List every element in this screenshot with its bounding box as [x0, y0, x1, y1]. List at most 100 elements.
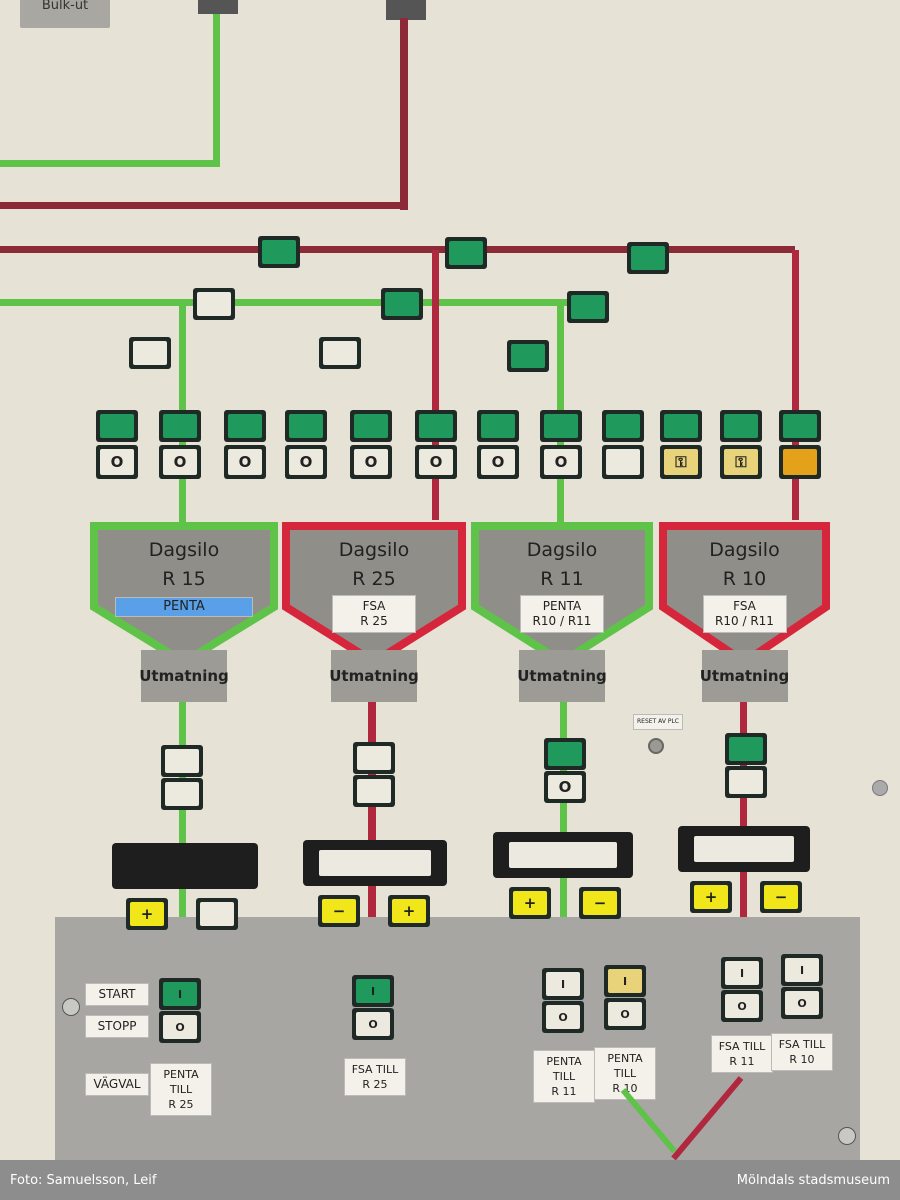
- plus-button[interactable]: +: [509, 887, 551, 919]
- outlet-button[interactable]: [161, 745, 203, 777]
- button-face: [729, 770, 763, 794]
- screw-icon: [838, 1127, 856, 1145]
- minus-button[interactable]: −: [579, 887, 621, 919]
- indicator-button[interactable]: [381, 288, 423, 320]
- outlet-button[interactable]: [725, 766, 767, 798]
- button-face: [165, 749, 199, 773]
- button-label: O: [173, 453, 187, 471]
- start-button[interactable]: [159, 410, 201, 442]
- flow-gauge: [678, 826, 810, 872]
- stop-button[interactable]: O: [224, 445, 266, 479]
- button-label: O: [429, 453, 443, 471]
- start-button[interactable]: [350, 410, 392, 442]
- flow-line: [432, 250, 439, 520]
- button-label: I: [799, 963, 805, 977]
- start-button[interactable]: [477, 410, 519, 442]
- outlet-button[interactable]: O: [544, 771, 586, 803]
- plus-button[interactable]: +: [388, 895, 430, 927]
- key-switch[interactable]: ⚿: [660, 445, 702, 479]
- button-label: O: [558, 1010, 568, 1024]
- indicator-button[interactable]: [567, 291, 609, 323]
- route-off-button[interactable]: O: [542, 1001, 584, 1033]
- stop-button[interactable]: O: [285, 445, 327, 479]
- indicator-button[interactable]: [627, 242, 669, 274]
- route-on-button[interactable]: I: [721, 957, 763, 989]
- indicator-button[interactable]: [258, 236, 300, 268]
- button-face: [511, 344, 545, 368]
- button-face: O: [163, 1015, 197, 1039]
- stop-button[interactable]: O: [477, 445, 519, 479]
- reset-plc-switch[interactable]: [648, 738, 664, 754]
- plus-icon: +: [392, 899, 426, 923]
- blank-button[interactable]: [196, 898, 238, 930]
- stopp-label: STOPP: [85, 1015, 149, 1038]
- indicator-button[interactable]: [193, 288, 235, 320]
- indicator-button[interactable]: [445, 237, 487, 269]
- stop-button[interactable]: [602, 445, 644, 479]
- route-off-button[interactable]: O: [721, 990, 763, 1022]
- minus-icon: −: [322, 899, 356, 923]
- indicator-button[interactable]: [507, 340, 549, 372]
- route-off-button[interactable]: O: [352, 1008, 394, 1040]
- button-face: [165, 782, 199, 806]
- stop-button[interactable]: O: [96, 445, 138, 479]
- flow-gauge: [493, 832, 633, 878]
- outlet-button[interactable]: [353, 775, 395, 807]
- button-face: O: [163, 449, 197, 475]
- silo-tag: PENTA: [115, 597, 253, 617]
- indicator-button[interactable]: [319, 337, 361, 369]
- outlet-button[interactable]: [353, 742, 395, 774]
- button-face: O: [354, 449, 388, 475]
- indicator-button[interactable]: [129, 337, 171, 369]
- stop-button[interactable]: O: [350, 445, 392, 479]
- button-face: [631, 246, 665, 270]
- stop-button[interactable]: O: [159, 445, 201, 479]
- button-label: I: [560, 977, 566, 991]
- route-off-button[interactable]: O: [781, 987, 823, 1019]
- stop-button[interactable]: O: [415, 445, 457, 479]
- route-on-button[interactable]: I: [159, 978, 201, 1010]
- button-face: [133, 341, 167, 365]
- button-label: O: [554, 453, 568, 471]
- button-face: I: [725, 961, 759, 985]
- start-button[interactable]: [779, 410, 821, 442]
- outlet-button[interactable]: [161, 778, 203, 810]
- silo-tag: FSA R10 / R11: [702, 595, 787, 633]
- plus-button[interactable]: +: [126, 898, 168, 930]
- route-on-button[interactable]: I: [352, 975, 394, 1007]
- button-face: O: [481, 449, 515, 475]
- flow-line: [0, 299, 600, 306]
- start-button[interactable]: [660, 410, 702, 442]
- start-button[interactable]: [602, 410, 644, 442]
- silo-name: Dagsilo: [148, 539, 220, 561]
- indicator-lamp[interactable]: [779, 445, 821, 479]
- button-face: I: [163, 982, 197, 1006]
- start-button[interactable]: [224, 410, 266, 442]
- route-on-button[interactable]: I: [604, 965, 646, 997]
- outlet-button[interactable]: [725, 733, 767, 765]
- button-face: [664, 414, 698, 438]
- outlet-label: Utmatning: [329, 650, 419, 702]
- start-button[interactable]: [96, 410, 138, 442]
- key-switch[interactable]: ⚿: [720, 445, 762, 479]
- button-face: [783, 449, 817, 475]
- start-button[interactable]: [540, 410, 582, 442]
- button-face: [606, 414, 640, 438]
- start-button[interactable]: [415, 410, 457, 442]
- silo-id: R 15: [162, 568, 206, 590]
- route-on-button[interactable]: I: [542, 968, 584, 1000]
- route-on-button[interactable]: I: [781, 954, 823, 986]
- plus-icon: +: [130, 902, 164, 926]
- plus-button[interactable]: +: [690, 881, 732, 913]
- start-button[interactable]: [285, 410, 327, 442]
- route-label: PENTA TILL R 11: [533, 1050, 595, 1103]
- start-button[interactable]: [720, 410, 762, 442]
- route-off-button[interactable]: O: [159, 1011, 201, 1043]
- minus-button[interactable]: −: [760, 881, 802, 913]
- minus-button[interactable]: −: [318, 895, 360, 927]
- route-off-button[interactable]: O: [604, 998, 646, 1030]
- outlet-button[interactable]: [544, 738, 586, 770]
- stop-button[interactable]: O: [540, 445, 582, 479]
